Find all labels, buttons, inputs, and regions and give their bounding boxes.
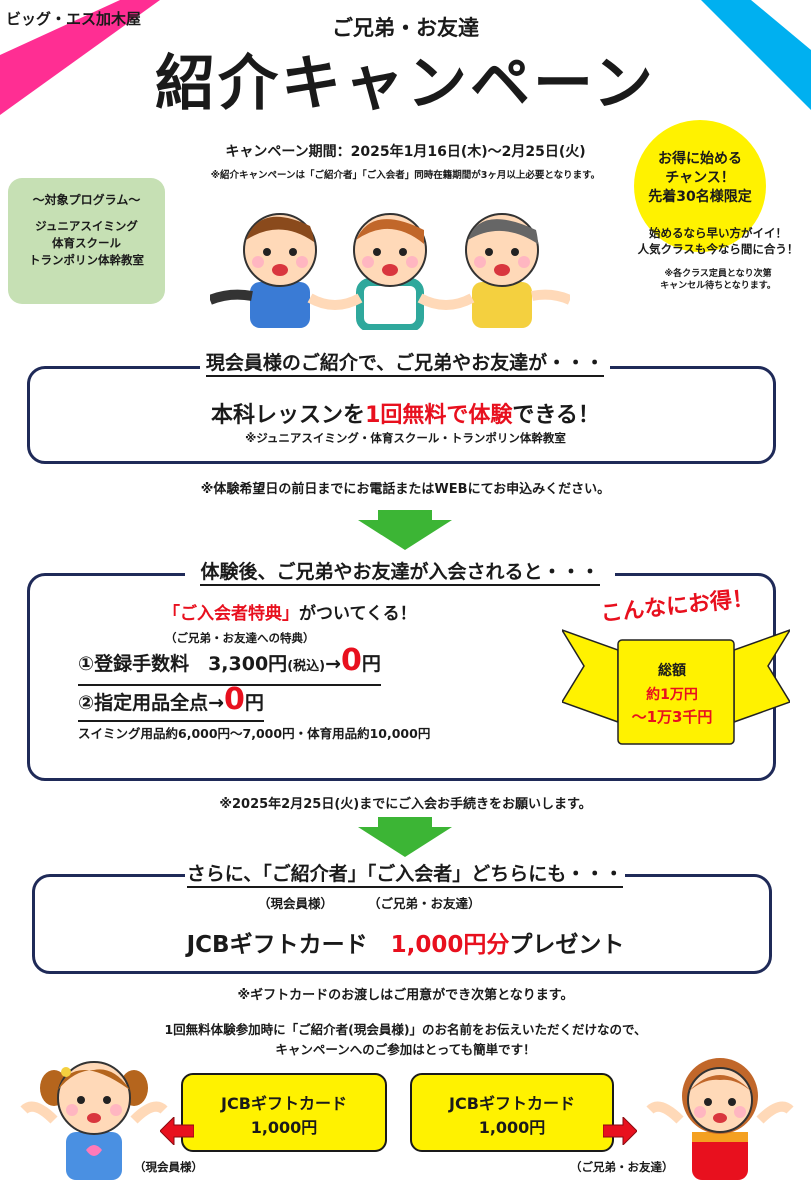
benefit-title-rest: がついてくる！ — [299, 604, 417, 624]
zero-amount: 0 — [341, 643, 362, 678]
girl-illustration-left — [20, 1061, 168, 1180]
trial-note: ※ジュニアスイミング・体育スクール・トランポリン体幹教室 — [245, 431, 566, 445]
trial-main-text: 本科レッスンを1回無料で体験できる！ — [0, 397, 811, 429]
trial-heading: 現会員様のご紹介で、ご兄弟やお友達が・・・ — [200, 348, 610, 377]
program-item: ジュニアスイミング — [35, 219, 138, 233]
gift-card-title: JCBギフトカード — [221, 1094, 347, 1113]
three-kids-illustration — [210, 213, 570, 330]
enrollment-heading: 体験後、ご兄弟やお友達が入会されると・・・ — [185, 557, 615, 586]
period-note: ※紹介キャンペーンは「ご紹介者」「ご入会者」同時在籍期間が3ヶ月以上必要となりま… — [210, 170, 601, 181]
programs-title: ～対象プログラム～ — [32, 193, 141, 207]
red-left-arrow-icon — [160, 1117, 194, 1145]
gift-card-name: JCBギフトカード — [186, 932, 391, 958]
registration-fee-line: ①登録手数料 3,300円(税込)→0円 — [78, 646, 381, 686]
promo-note-line: ※各クラス定員となり次第 — [664, 269, 772, 279]
gift-card-title: JCBギフトカード — [449, 1094, 575, 1113]
gift-card-amount: 1,000円分 — [390, 932, 510, 958]
gift-card-left: JCBギフトカード 1,000円 — [181, 1073, 387, 1152]
promo-note: ※各クラス定員となり次第 キャンセル待ちとなります。 — [628, 268, 808, 292]
program-item: トランポリン体幹教室 — [29, 253, 144, 267]
bottom-instruction-line: キャンペーンへのご参加はとっても簡単です！ — [275, 1042, 536, 1057]
gift-card-amount: 1,000円 — [478, 1118, 546, 1137]
green-down-arrow-icon — [358, 817, 452, 857]
campaign-subtitle: ご兄弟・お友達 — [332, 16, 479, 40]
label-current-member: （現会員様） — [258, 896, 334, 911]
label-current-member-bottom: （現会員様） — [134, 1160, 203, 1174]
page-title: 紹介キャンペーン — [155, 49, 656, 119]
gift-heading-text: さらに、「ご紹介者」「ご入会者」どちらにも・・・ — [186, 863, 624, 888]
registration-fee-text: ①登録手数料 3,300円 — [78, 653, 288, 675]
promo-line: チャンス！ — [665, 170, 735, 186]
label-sibling-friend: （ご兄弟・お友達） — [368, 896, 481, 911]
promo-line: お得に始める — [658, 151, 742, 167]
savings-banner — [562, 629, 790, 745]
gift-card-present: プレゼント — [509, 932, 625, 958]
trial-main-highlight: 1回無料で体験 — [365, 403, 513, 428]
bottom-instruction: 1回無料体験参加時に「ご紹介者(現会員様)」のお名前をお伝えいただくだけなので、… — [0, 1020, 811, 1060]
promo-extra: 始めるなら早い方がイイ！ 人気クラスも今なら間に合う！ — [628, 225, 808, 257]
campaign-period: キャンペーン期間：2025年1月16日(木)～2月25日(火) — [225, 144, 586, 160]
total-value-2: ～1万3千円 — [631, 708, 713, 726]
trial-heading-text: 現会員様のご紹介で、ご兄弟やお友達が・・・ — [205, 352, 605, 377]
trial-application-note: ※体験希望日の前日までにお電話またはWEBにてお申込みください。 — [200, 482, 611, 497]
pink-corner-ribbon — [0, 0, 160, 115]
promo-extra-line: 始めるなら早い方がイイ！ — [649, 226, 787, 240]
gift-card-offer: JCBギフトカード 1,000円分プレゼント — [0, 925, 811, 959]
gift-heading: さらに、「ご紹介者」「ご入会者」どちらにも・・・ — [185, 859, 625, 888]
supplies-line: ②指定用品全点→0円 — [78, 685, 264, 722]
yen-text: 円 — [361, 653, 381, 675]
benefit-subtitle: （ご兄弟・お友達への特典） — [165, 631, 315, 645]
label-sibling-friend-bottom: （ご兄弟・お友達） — [570, 1160, 674, 1174]
arrow-text: → — [325, 653, 341, 675]
cyan-corner-ribbon — [701, 0, 811, 110]
gift-card-amount: 1,000円 — [250, 1118, 318, 1137]
supplies-text: ②指定用品全点→ — [78, 692, 225, 714]
store-name: ビッグ・エス加木屋 — [6, 10, 142, 28]
supplies-price-note: スイミング用品約6,000円～7,000円・体育用品約10,000円 — [78, 726, 431, 741]
total-value-1: 約1万円 — [646, 687, 698, 703]
promo-note-line: キャンセル待ちとなります。 — [660, 281, 776, 291]
promo-extra-line: 人気クラスも今なら間に合う！ — [637, 242, 799, 256]
enrollment-deadline-note: ※2025年2月25日(火)までにご入会お手続きをお願いします。 — [219, 797, 592, 812]
total-label: 総額 — [658, 663, 686, 679]
benefit-title-highlight: 「ご入会者特典」 — [163, 604, 299, 624]
girl-illustration-right — [646, 1058, 794, 1180]
benefit-title: 「ご入会者特典」がついてくる！ — [163, 599, 417, 624]
gift-card-right: JCBギフトカード 1,000円 — [410, 1073, 614, 1152]
green-down-arrow-icon — [358, 510, 452, 550]
gift-card-box — [32, 874, 772, 974]
promo-line: 先着30名様限定 — [648, 189, 752, 205]
trial-main-b: できる！ — [512, 403, 600, 428]
tax-included-note: (税込) — [287, 659, 326, 674]
promo-circle-text: お得に始める チャンス！ 先着30名様限定 — [634, 150, 766, 207]
target-programs-box: ～対象プログラム～ ジュニアスイミング 体育スクール トランポリン体幹教室 — [8, 178, 165, 304]
gift-delivery-note: ※ギフトカードのお渡しはご用意ができ次第となります。 — [237, 988, 574, 1003]
red-right-arrow-icon — [603, 1117, 637, 1145]
promo-circle — [634, 120, 766, 252]
yen-text: 円 — [244, 692, 264, 714]
bottom-instruction-line: 1回無料体験参加時に「ご紹介者(現会員様)」のお名前をお伝えいただくだけなので、 — [164, 1022, 647, 1037]
trial-main-a: 本科レッスンを — [211, 403, 366, 428]
zero-amount: 0 — [224, 682, 245, 717]
enrollment-heading-text: 体験後、ご兄弟やお友達が入会されると・・・ — [200, 561, 600, 586]
program-item: 体育スクール — [52, 236, 121, 250]
